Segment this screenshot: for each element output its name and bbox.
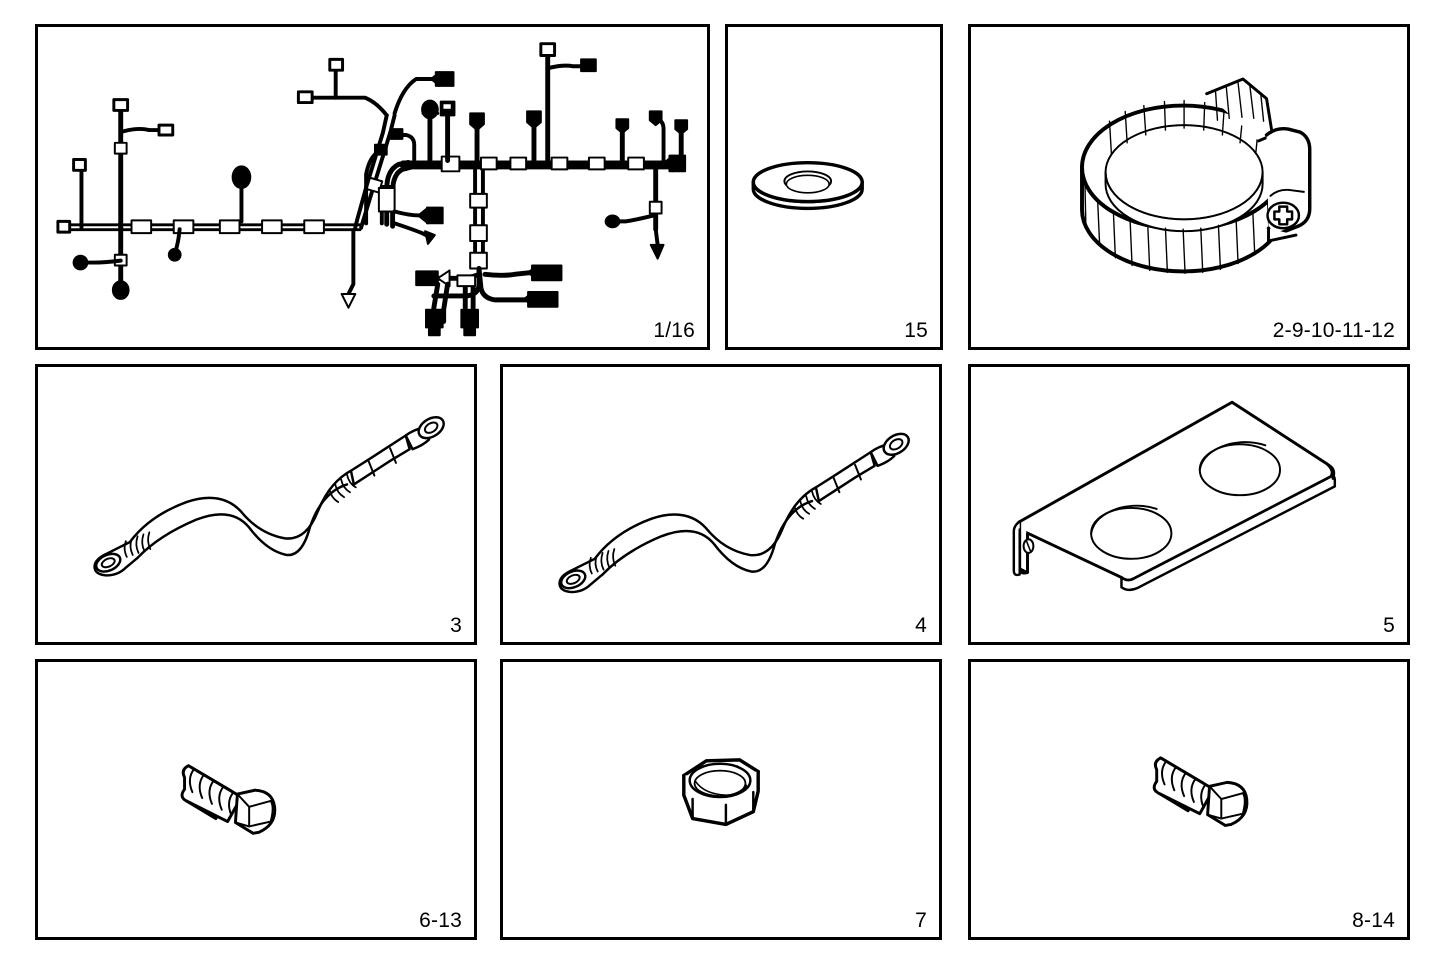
hex-bolt-icon	[180, 764, 277, 835]
panel-hose-clamp[interactable]: 2-9-10-11-12	[968, 24, 1410, 350]
panel-label: 2-9-10-11-12	[1272, 319, 1395, 342]
panel-label: 15	[904, 319, 928, 342]
panel-battery-cable-4[interactable]: 4	[500, 364, 942, 645]
wiring-harness-icon	[56, 42, 689, 337]
battery-cable-icon	[93, 416, 445, 577]
panel-label: 6-13	[419, 909, 462, 932]
panel-label: 8-14	[1352, 909, 1395, 932]
panel-wiring-harness[interactable]: 1/16	[35, 24, 710, 350]
panel-battery-cable-3[interactable]: 3	[35, 364, 477, 645]
panel-hex-bolt-6-13[interactable]: 6-13	[35, 659, 477, 940]
flat-washer-icon	[751, 160, 864, 211]
mounting-bracket-icon	[1012, 400, 1337, 592]
panel-hex-bolt-8-14[interactable]: 8-14	[968, 659, 1410, 940]
battery-cable-icon	[558, 432, 910, 594]
panel-hex-nut[interactable]: 7	[500, 659, 942, 940]
panel-label: 7	[915, 909, 927, 932]
panel-label: 4	[915, 614, 927, 637]
panel-label: 5	[1383, 614, 1395, 637]
panel-flat-washer[interactable]: 15	[725, 24, 943, 350]
panel-label: 3	[450, 614, 462, 637]
panel-mounting-bracket[interactable]: 5	[968, 364, 1410, 645]
hose-clamp-icon	[1080, 77, 1312, 275]
panel-label: 1/16	[653, 319, 695, 342]
hex-nut-icon	[682, 758, 760, 827]
hex-bolt-icon	[1152, 756, 1249, 827]
